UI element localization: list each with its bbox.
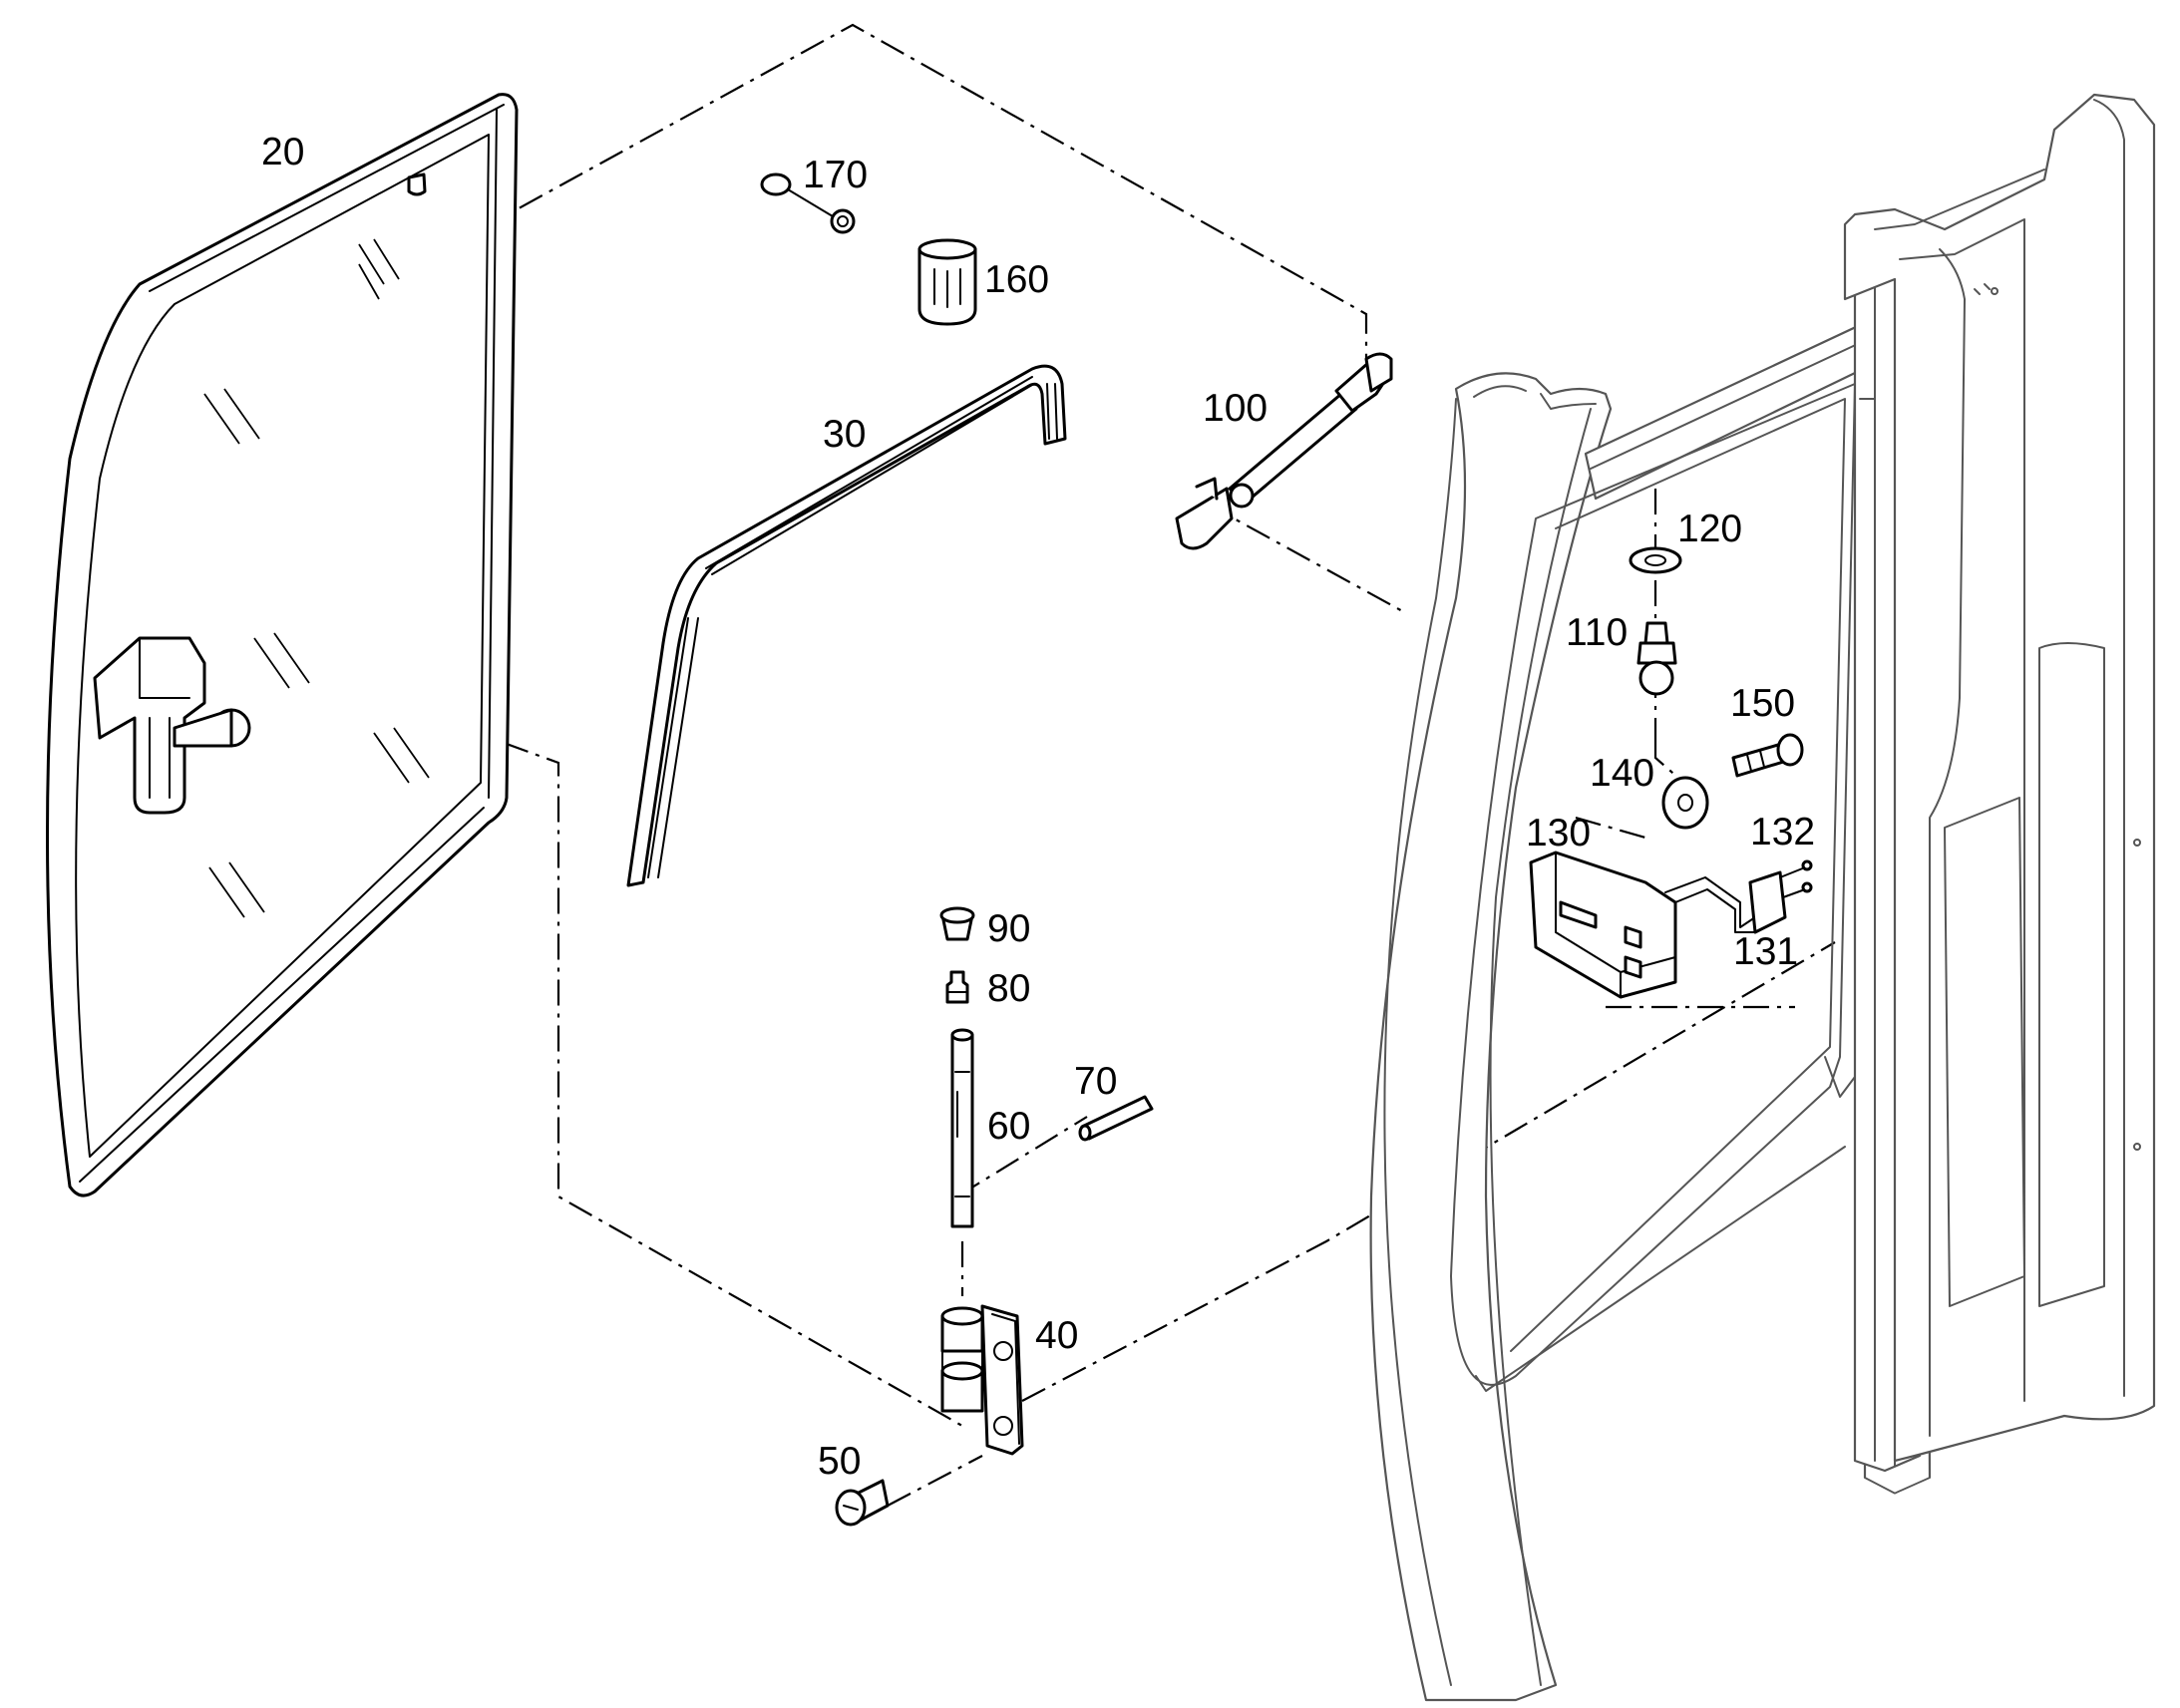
lock-cable-connector bbox=[1664, 859, 1813, 934]
callout-20: 20 bbox=[261, 131, 304, 173]
callout-131: 131 bbox=[1733, 930, 1798, 973]
ball-stud bbox=[1636, 621, 1677, 696]
callout-60: 60 bbox=[987, 1105, 1030, 1148]
callout-150: 150 bbox=[1730, 682, 1795, 725]
gas-strut bbox=[1175, 352, 1393, 550]
cab-door-frame bbox=[1369, 93, 2156, 1702]
flat-washer bbox=[1661, 776, 1709, 830]
ring-fastener bbox=[760, 172, 856, 234]
callout-90: 90 bbox=[987, 907, 1030, 950]
hinge-pin bbox=[950, 1028, 974, 1228]
callout-130: 130 bbox=[1526, 812, 1591, 854]
plug-part bbox=[939, 906, 975, 941]
callout-140: 140 bbox=[1590, 752, 1654, 795]
callout-70: 70 bbox=[1074, 1060, 1117, 1103]
callout-100: 100 bbox=[1203, 387, 1268, 430]
callout-labels: 20 30 40 50 60 70 80 90 100 110 120 130 … bbox=[261, 131, 1815, 1483]
door-glass-panel bbox=[46, 93, 519, 1197]
hinge-part bbox=[940, 1304, 1024, 1456]
callout-160: 160 bbox=[984, 258, 1049, 301]
door-lock-body bbox=[1529, 851, 1677, 999]
cap-part bbox=[917, 238, 977, 326]
callout-110: 110 bbox=[1566, 611, 1628, 654]
assembly-lines bbox=[398, 23, 1836, 1507]
bolt-part bbox=[1731, 733, 1804, 778]
callout-40: 40 bbox=[1035, 1314, 1078, 1357]
callout-120: 120 bbox=[1677, 508, 1742, 550]
callout-132: 132 bbox=[1750, 811, 1815, 854]
callout-80: 80 bbox=[987, 967, 1030, 1010]
callout-30: 30 bbox=[823, 413, 866, 456]
washer-part bbox=[1629, 546, 1682, 574]
grease-nipple bbox=[945, 970, 969, 1004]
small-pin bbox=[1078, 1095, 1154, 1142]
callout-170: 170 bbox=[803, 154, 868, 196]
callout-50: 50 bbox=[818, 1440, 861, 1483]
countersunk-screw bbox=[835, 1479, 890, 1527]
door-seal-profile bbox=[626, 364, 1067, 887]
